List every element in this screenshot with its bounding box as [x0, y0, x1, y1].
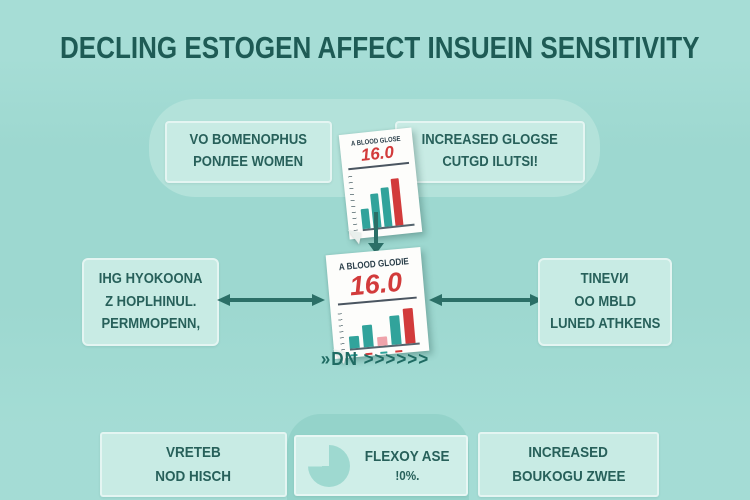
- document-chart-icon: A BLOOD GLOSE 16.0: [338, 127, 423, 240]
- box-line: Z HOPLHINUL.: [104, 293, 197, 310]
- mini-bar-chart: [348, 166, 417, 239]
- box-line: TINEVИ: [581, 271, 629, 288]
- glucose-value: 16.0: [359, 142, 395, 165]
- box-top-left: VO BOMENOPHUS PONЛEE WOMEN: [165, 121, 332, 183]
- double-arrow-right-icon: [442, 298, 530, 302]
- box-bottom-right: INCREASED BOUKOGU ZWEE: [478, 432, 659, 497]
- bar-group: [345, 301, 421, 351]
- box-top-right: INCREASED GLOGSE CUTGD ILUTSI!: [395, 121, 585, 183]
- box-line: !0%.: [394, 467, 420, 483]
- box-line: INCREASED: [528, 443, 609, 461]
- arrow-down-icon: [374, 212, 378, 243]
- box-line: BOUKOGU ZWEE: [511, 467, 626, 485]
- box-line: PONЛEE WOMEN: [193, 154, 304, 170]
- box-line: IHG HYOKOONA: [98, 271, 203, 288]
- bar: [388, 314, 402, 345]
- document-chart-icon-center: A BLOOD GLODIE 16.0: [325, 247, 430, 359]
- bar: [402, 308, 416, 344]
- box-line: VRETEB: [166, 443, 221, 461]
- box-mid-left: IHG HYOKOONA Z HOPLHINUL. PERMMOPENN,: [82, 258, 219, 346]
- pie-chart-icon: [307, 444, 350, 487]
- bar: [376, 336, 388, 347]
- bar: [348, 335, 360, 349]
- glucose-value: 16.0: [348, 266, 404, 302]
- y-axis-ticks: [337, 310, 346, 351]
- box-line: VO BOMENOPHUS: [189, 132, 308, 149]
- bar-group: [356, 166, 415, 232]
- box-line: CUTGD ILUTSI!: [442, 154, 538, 170]
- chevrons-text: »DN >>>>>>: [320, 349, 430, 369]
- box-line: OO MBLD: [574, 293, 636, 310]
- box-line: LUNED ATHKENS: [549, 316, 661, 333]
- bar: [390, 178, 404, 226]
- box-line: INCREASED GLOGSE: [421, 132, 559, 149]
- double-arrow-left-icon: [230, 298, 312, 302]
- box-line: PERMMOPENN,: [101, 316, 200, 333]
- box-bottom-middle: FLEXOY ASE !0%.: [294, 435, 468, 496]
- page-title: DECLING ESTOGEN AFFECT INSUEIN SENSITIVI…: [60, 30, 700, 65]
- bar: [360, 208, 371, 230]
- box-line: NOD HISCH: [155, 467, 232, 485]
- box-line: FLEXOY ASE: [364, 447, 450, 465]
- box-bottom-left: VRETEB NOD HISCH: [100, 432, 287, 497]
- bar: [361, 324, 374, 348]
- bar: [380, 187, 393, 227]
- box-mid-right: TINEVИ OO MBLD LUNED ATHKENS: [538, 258, 672, 346]
- box-text: FLEXOY ASE !0%.: [360, 446, 454, 485]
